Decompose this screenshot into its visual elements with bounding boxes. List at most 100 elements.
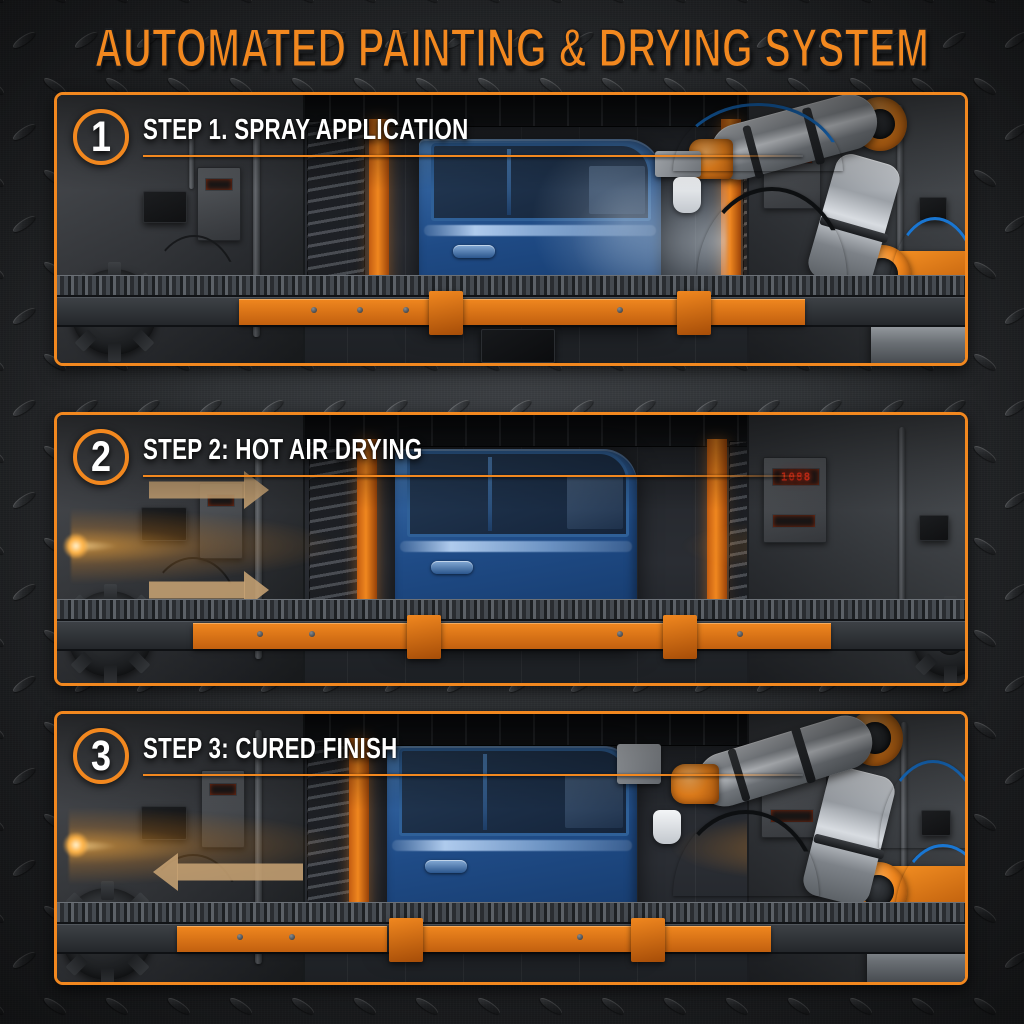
plate-stud: [0, 0, 7, 5]
conveyor-stop-block-1: [407, 615, 441, 659]
plate-stud: [289, 0, 317, 5]
plate-stud: [475, 0, 503, 5]
conveyor-rail-orange-right: [709, 299, 805, 325]
rail-bolt: [289, 934, 295, 940]
plate-stud: [0, 167, 7, 189]
wall-control-cabinet: [197, 167, 241, 241]
car-door-handle: [431, 561, 473, 574]
conveyor-rail-orange-mid: [457, 299, 679, 325]
plate-stud: [971, 903, 999, 925]
plate-stud: [971, 995, 999, 1017]
plate-stud: [1002, 581, 1024, 603]
paint-cup: [673, 177, 701, 213]
plate-stud: [165, 995, 193, 1017]
plate-stud: [41, 995, 69, 1017]
plate-stud: [10, 213, 38, 235]
plate-stud: [1002, 213, 1024, 235]
rail-bolt: [357, 307, 363, 313]
plate-stud: [723, 995, 751, 1017]
plate-stud: [971, 443, 999, 465]
step-text-block: STEP 2: HOT AIR DRYING: [143, 432, 803, 479]
plate-stud: [0, 351, 7, 373]
car-door-highlight-stripe: [399, 541, 633, 552]
plate-stud: [0, 535, 7, 557]
airflow-arrow-left: [153, 853, 303, 891]
rail-bolt: [309, 631, 315, 637]
sensor-cup: [653, 810, 681, 844]
step-text-block: STEP 1. SPRAY APPLICATION: [143, 112, 803, 159]
step-underline: [143, 154, 803, 157]
step-header-1: 1 STEP 1. SPRAY APPLICATION: [73, 109, 803, 165]
plate-stud: [971, 627, 999, 649]
car-door-highlight-stripe: [392, 840, 632, 851]
panel-step-3[interactable]: 100°: [54, 711, 968, 985]
step-underline: [143, 773, 803, 776]
heater-glow-left: [63, 533, 89, 559]
rail-bolt: [257, 631, 263, 637]
plate-stud: [1002, 949, 1024, 971]
plate-stud: [847, 995, 875, 1017]
step-underline: [143, 474, 803, 477]
conveyor-rail-orange-left: [193, 623, 407, 649]
conveyor-rail-orange-mid: [435, 623, 665, 649]
secondary-display: [772, 514, 816, 528]
rail-bolt: [737, 631, 743, 637]
panel-step-1[interactable]: 888: [54, 92, 968, 366]
under-conveyor-box: [481, 329, 555, 363]
rail-bolt: [237, 934, 243, 940]
panel-step-2[interactable]: 1088: [54, 412, 968, 686]
plate-stud: [847, 0, 875, 5]
plate-stud: [1002, 305, 1024, 327]
plate-stud: [227, 995, 255, 1017]
plate-stud: [10, 489, 38, 511]
conveyor-rollers: [57, 599, 965, 621]
conveyor-rail-orange-right: [661, 926, 771, 952]
conveyor-stop-block-2: [677, 291, 711, 335]
rail-bolt: [577, 934, 583, 940]
plate-stud: [10, 581, 38, 603]
plate-stud: [971, 75, 999, 97]
plate-stud: [0, 811, 7, 833]
plate-stud: [785, 0, 813, 5]
right-junction-box: [919, 515, 949, 541]
plate-stud: [10, 673, 38, 695]
step-label: STEP 1. SPRAY APPLICATION: [143, 111, 469, 145]
step-number-badge: 3: [73, 728, 129, 784]
plate-stud: [971, 811, 999, 833]
plate-stud: [971, 259, 999, 281]
step-header-3: 3 STEP 3: CURED FINISH: [73, 728, 803, 784]
rail-bolt: [311, 307, 317, 313]
rail-bolt: [403, 307, 409, 313]
conveyor-rail-orange-left: [177, 926, 387, 952]
plate-stud: [1002, 121, 1024, 143]
plate-stud: [289, 995, 317, 1017]
plate-stud: [971, 535, 999, 557]
plate-stud: [10, 305, 38, 327]
plate-stud: [0, 903, 7, 925]
wall-panel-indicator: [209, 783, 237, 796]
step-number: 2: [90, 432, 112, 481]
plate-stud: [413, 0, 441, 5]
plate-stud: [971, 0, 999, 5]
plate-stud: [661, 0, 689, 5]
conveyor-stop-block-1: [429, 291, 463, 335]
car-door-handle: [425, 860, 467, 873]
plate-stud: [971, 167, 999, 189]
plate-stud: [10, 949, 38, 971]
plate-stud: [537, 0, 565, 5]
conveyor-rollers: [57, 275, 965, 297]
plate-stud: [10, 857, 38, 879]
car-door-highlight-stripe: [423, 225, 657, 236]
plate-stud: [0, 995, 7, 1017]
plate-stud: [10, 397, 38, 419]
window-quarter-glass: [589, 166, 645, 214]
plate-stud: [0, 443, 7, 465]
plate-stud: [10, 765, 38, 787]
car-door-handle: [453, 245, 495, 258]
plate-stud: [0, 627, 7, 649]
page-title: AUTOMATED PAINTING & DRYING SYSTEM: [94, 16, 930, 80]
plate-stud: [0, 719, 7, 741]
step-number-badge: 2: [73, 429, 129, 485]
wall-junction-box: [143, 191, 187, 223]
heater-glow-left: [63, 832, 89, 858]
